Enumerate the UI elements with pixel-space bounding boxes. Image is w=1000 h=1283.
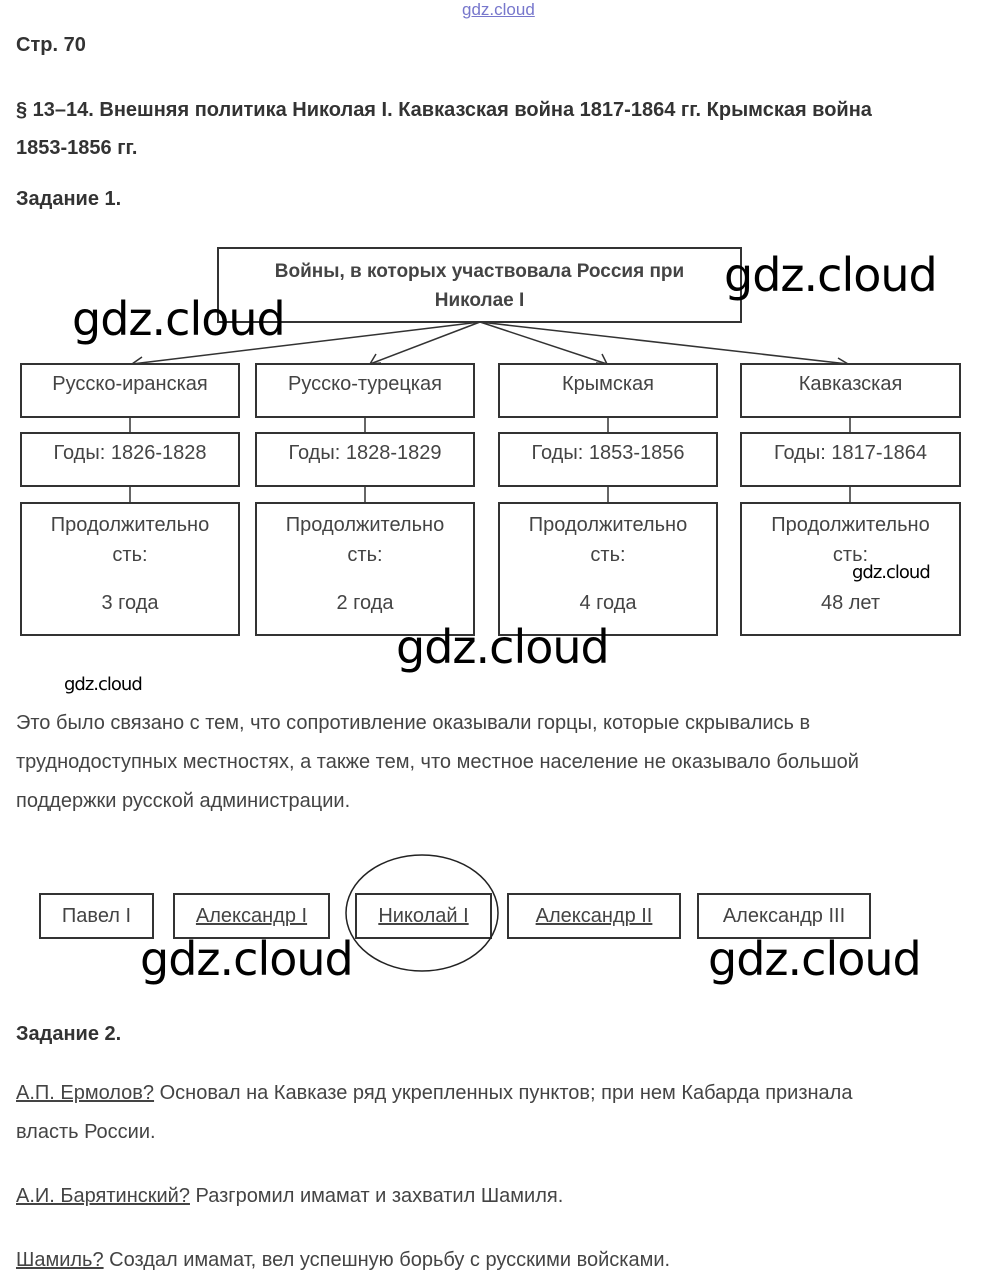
diagram-root-box: Войны, в которых участвовала Россия при …	[217, 247, 742, 323]
war-name-box: Крымская	[498, 363, 718, 418]
root-line1: Войны, в которых участвовала Россия при	[274, 261, 685, 282]
page-label: Стр. 70	[16, 34, 86, 56]
war-name-box: Кавказская	[740, 363, 961, 418]
task2-term: А.И. Барятинский?	[16, 1185, 190, 1207]
duration-value: 4 года	[579, 592, 637, 614]
watermark: gdz.cloud	[64, 674, 143, 695]
task2-item: А.П. Ермолов? Основал на Кавказе ряд укр…	[16, 1074, 852, 1152]
explanation-line: поддержки русской администрации.	[16, 790, 351, 812]
watermark: gdz.cloud	[852, 562, 931, 583]
task2-term: Шамиль?	[16, 1249, 104, 1271]
war-years-box: Годы: 1817-1864	[740, 432, 961, 487]
ruler-box: Александр I	[173, 893, 330, 939]
task2-text: Создал имамат, вел успешную борьбу с рус…	[103, 1249, 671, 1271]
top-watermark-link[interactable]: gdz.cloud	[462, 0, 535, 19]
arrow-4	[479, 321, 849, 365]
explanation-paragraph: Это было связано с тем, что сопротивлени…	[16, 704, 859, 821]
war-years-box: Годы: 1828-1829	[255, 432, 475, 487]
ruler-box-circled: Николай I	[355, 893, 492, 939]
war-duration-box: Продолжительно сть: 48 лет	[740, 502, 961, 636]
duration-label: сть:	[347, 544, 383, 566]
task2-text: власть России.	[16, 1121, 156, 1143]
duration-value: 48 лет	[820, 592, 881, 614]
section-title-line1: § 13–14. Внешняя политика Николая I. Кав…	[16, 99, 872, 121]
arrow-2	[369, 321, 481, 365]
explanation-line: Это было связано с тем, что сопротивлени…	[16, 712, 811, 734]
duration-value: 3 года	[101, 592, 159, 614]
circle-mark	[345, 854, 499, 972]
war-years-box: Годы: 1826-1828	[20, 432, 240, 487]
task2-term: А.П. Ермолов?	[16, 1082, 155, 1104]
duration-label: Продолжительно	[771, 514, 930, 536]
ruler-box: Павел I	[39, 893, 154, 939]
watermark: gdz.cloud	[724, 248, 938, 302]
root-line2: Николае I	[434, 290, 525, 311]
watermark: gdz.cloud	[708, 932, 922, 986]
task2-text: Основал на Кавказе ряд укрепленных пункт…	[154, 1082, 853, 1104]
task2-item: А.И. Барятинский? Разгромил имамат и зах…	[16, 1177, 563, 1216]
duration-label: сть:	[832, 544, 869, 566]
ruler-box: Александр II	[507, 893, 681, 939]
war-duration-box: Продолжительно сть: 2 года	[255, 502, 475, 636]
arrow-1	[131, 321, 481, 365]
task1-heading: Задание 1.	[16, 188, 122, 210]
watermark: gdz.cloud	[396, 620, 610, 674]
war-name-box: Русско-турецкая	[255, 363, 475, 418]
war-name-box: Русско-иранская	[20, 363, 240, 418]
explanation-line: труднодоступных местностях, а также тем,…	[16, 751, 859, 773]
task2-heading: Задание 2.	[16, 1023, 122, 1045]
war-duration-box: Продолжительно сть: 4 года	[498, 502, 718, 636]
war-duration-box: Продолжительно сть: 3 года	[20, 502, 240, 636]
duration-label: Продолжительно	[285, 514, 445, 536]
watermark: gdz.cloud	[140, 932, 354, 986]
duration-label: Продолжительно	[50, 514, 210, 536]
task2-text: Разгромил имамат и захватил Шамиля.	[189, 1185, 564, 1207]
watermark: gdz.cloud	[72, 292, 286, 346]
arrow-3	[479, 321, 608, 365]
war-years-box: Годы: 1853-1856	[498, 432, 718, 487]
section-title: § 13–14. Внешняя политика Николая I. Кав…	[16, 91, 872, 167]
section-title-line2: 1853-1856 гг.	[16, 137, 138, 159]
duration-label: сть:	[112, 544, 148, 566]
task2-item: Шамиль? Создал имамат, вел успешную борь…	[16, 1241, 670, 1280]
duration-label: Продолжительно	[528, 514, 688, 536]
duration-label: сть:	[590, 544, 626, 566]
ruler-box: Александр III	[697, 893, 871, 939]
duration-value: 2 года	[336, 592, 394, 614]
